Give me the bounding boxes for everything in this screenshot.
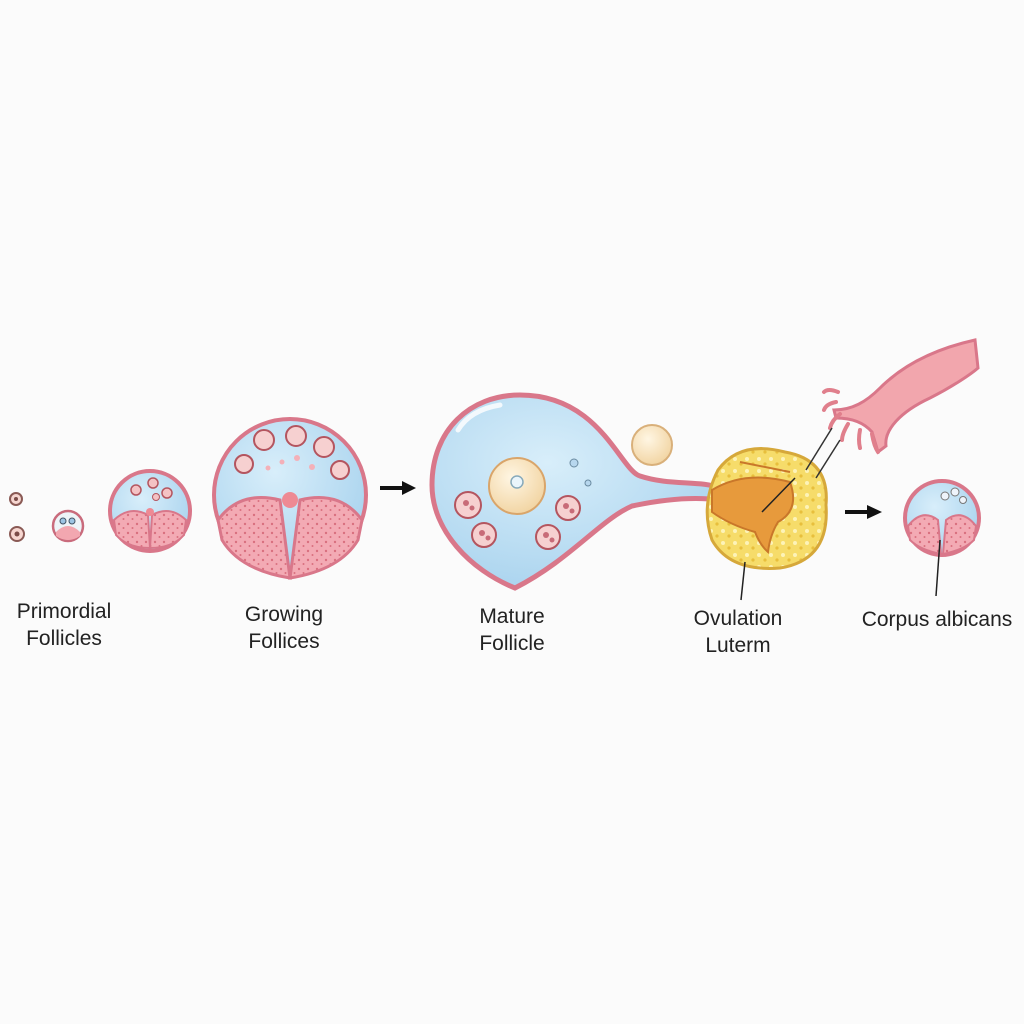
mature-follicle [429,392,723,591]
primordial-follicle-small [51,509,85,543]
primordial-follicle-tiny-2 [9,526,25,542]
growing-follicle-large [212,417,368,580]
pointer-line-luteum-inner [761,477,796,513]
label-growing-follicles: Growing Follices [244,603,324,653]
arrow-right-icon [845,505,882,519]
corpus-luteum [705,447,828,570]
pointer-line-albicans [935,539,941,597]
corpus-albicans [903,479,981,557]
label-ovulation-luterm: Ovulation Luterm [693,607,783,657]
primordial-follicle-tiny-1 [9,492,23,506]
growing-follicle-small [108,469,192,553]
arrow-right-icon [380,481,416,495]
label-corpus-albicans: Corpus albicans [861,608,1013,631]
label-mature-follicle: Mature Follicle [479,605,545,655]
label-primordial-follicles: Primordial Follicles [16,600,112,650]
pointer-line-luteum [740,561,746,601]
released-oocyte [631,424,673,466]
fallopian-tube-fimbriae [805,338,980,479]
